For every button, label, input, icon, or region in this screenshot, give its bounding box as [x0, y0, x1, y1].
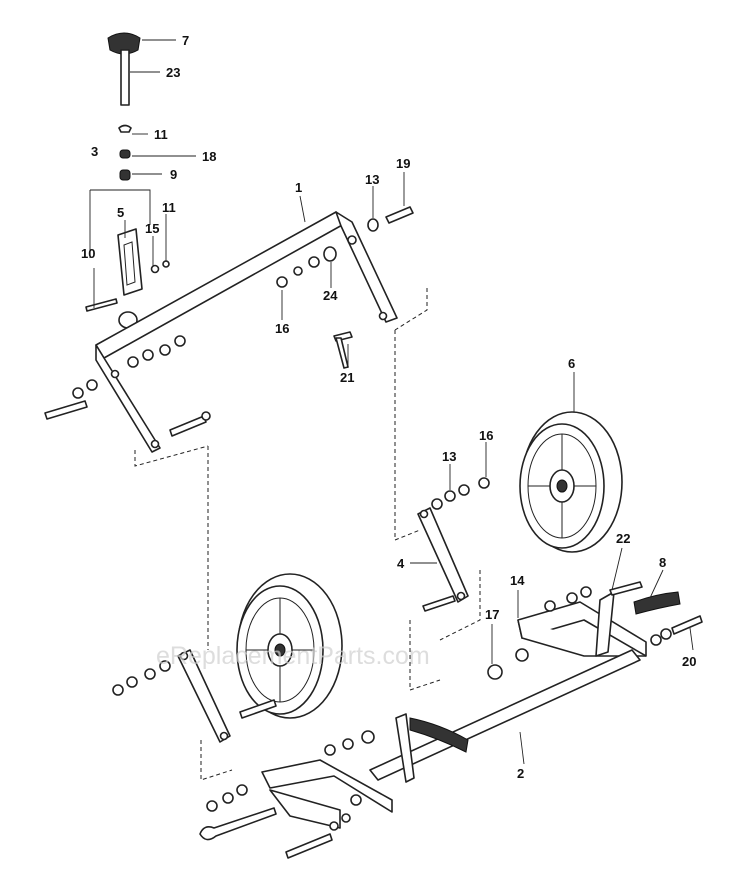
assembly-guides	[134, 288, 481, 781]
wheel-left	[236, 573, 343, 719]
callout-9: 9	[170, 167, 177, 182]
callout-18: 18	[202, 149, 216, 164]
callout-15: 15	[145, 221, 159, 236]
bracket-5	[85, 228, 170, 329]
callout-labels: 7 23 11 18 9 3 5 15 11 10 1 13 19 16 24 …	[81, 33, 696, 781]
callout-13: 13	[442, 449, 456, 464]
callout-16: 16	[479, 428, 493, 443]
callout-21: 21	[340, 370, 354, 385]
callout-1: 1	[295, 180, 302, 195]
callout-17: 17	[485, 607, 499, 622]
arm-4	[417, 477, 490, 612]
callout-4: 4	[397, 556, 405, 571]
callout-2: 2	[517, 766, 524, 781]
upper-frame	[44, 206, 414, 453]
callout-13: 13	[365, 172, 379, 187]
callout-24: 24	[323, 288, 338, 303]
wheel-right	[519, 411, 623, 553]
callout-22: 22	[616, 531, 630, 546]
lower-axle-frame	[199, 649, 641, 859]
leader-lines	[89, 39, 694, 765]
callout-23: 23	[166, 65, 180, 80]
callout-5: 5	[117, 205, 124, 220]
handle-knob-assembly	[107, 32, 141, 181]
arm-left	[112, 649, 277, 743]
callout-16: 16	[275, 321, 289, 336]
callout-8: 8	[659, 555, 666, 570]
callout-19: 19	[396, 156, 410, 171]
callout-3: 3	[91, 144, 98, 159]
callout-14: 14	[510, 573, 525, 588]
callout-11: 11	[162, 200, 176, 215]
axle-bracket-right	[487, 581, 703, 680]
callout-10: 10	[81, 246, 95, 261]
callout-7: 7	[182, 33, 189, 48]
callout-20: 20	[682, 654, 696, 669]
watermark: eReplacementParts.com	[156, 642, 430, 670]
callout-11: 11	[154, 127, 168, 142]
callout-6: 6	[568, 356, 575, 371]
